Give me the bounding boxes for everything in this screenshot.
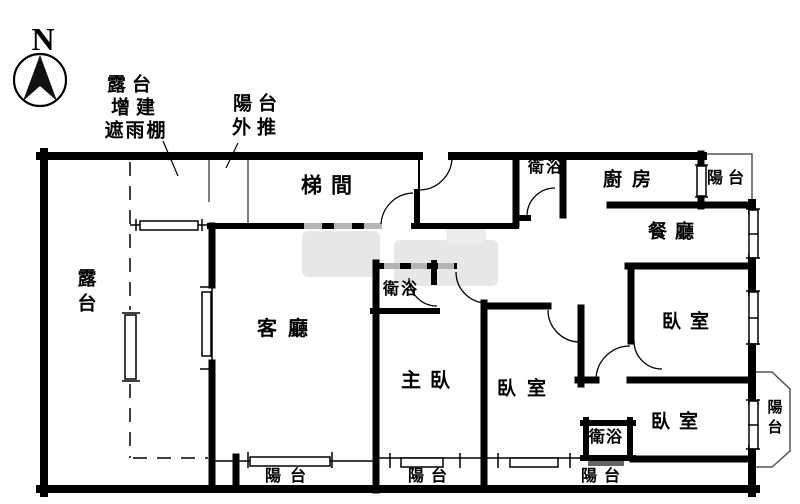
compass (12, 52, 68, 108)
shelter-leader-line (162, 140, 179, 177)
entry-door-arc (418, 157, 453, 191)
annotation-balcony-pushout-line2: 外推 (231, 117, 283, 139)
room-label-bathroom-bottom: 衛浴 (588, 429, 624, 446)
room-label-balcony-top-right: 陽台 (706, 170, 750, 187)
room-label-master-bedroom: 主臥 (401, 370, 459, 392)
room-label-stair-hall: 梯間 (301, 173, 361, 198)
north-arrow-icon (23, 55, 57, 101)
hall-door-arc (595, 345, 631, 381)
pushout-leader-line (225, 142, 239, 169)
room-label-balcony-bottom-1: 陽台 (264, 468, 316, 485)
room-label-bedroom-right-top: 臥室 (661, 311, 719, 333)
window-balcony1 (247, 452, 333, 468)
room-label-kitchen: 廚房 (602, 169, 662, 191)
room-label-dining: 餐廳 (647, 221, 703, 243)
room-label-balcony-bottom-2: 陽台 (407, 468, 455, 485)
annotation-balcony-pushout-line1: 陽台 (232, 93, 284, 115)
room-label-bedroom-right-bottom: 臥室 (650, 411, 708, 433)
bath-mid-door-arc (408, 277, 438, 307)
bedroom-mid-door-arc (547, 309, 581, 343)
room-label-bathroom-top: 衛浴 (527, 159, 565, 176)
window-bedroom-rb-east (746, 399, 760, 450)
bath-top-door-arc (526, 187, 556, 217)
window-bedmid-south (497, 453, 571, 468)
doors (380, 156, 663, 381)
annotation-terrace-shelter-line1: 露台 (106, 74, 158, 96)
foyer-door-arc (380, 192, 414, 225)
thin-outlines (129, 153, 791, 468)
window-terrace-dashed (122, 312, 140, 382)
annotation-leaders (162, 140, 239, 177)
faded-walls (292, 223, 457, 269)
bedroom-rt-door-arc (633, 340, 663, 370)
master-door-arc (455, 271, 488, 304)
window-living-west (200, 286, 214, 370)
annotation-terrace-shelter-line3: 遮雨棚 (104, 120, 168, 142)
windows (122, 164, 760, 468)
window-bedroom-rt-east (746, 290, 760, 345)
room-label-bathroom-middle: 衛浴 (382, 281, 420, 298)
window-master-south (389, 453, 461, 468)
compass-north-label: N (31, 21, 55, 57)
window-old-balcony (135, 219, 203, 231)
compass-circle (12, 52, 68, 108)
room-label-living: 客廳 (257, 318, 319, 340)
room-label-terrace: 露台 (74, 268, 96, 318)
balcony-threshold (588, 461, 624, 466)
walls (36, 148, 760, 497)
room-label-balcony-bay-right: 陽台 (765, 399, 782, 439)
room-label-balcony-bottom-3: 陽台 (580, 468, 628, 485)
window-dining-east (746, 208, 760, 259)
window-kitchen-east (695, 164, 708, 198)
room-label-bedroom-middle: 臥室 (496, 378, 558, 400)
annotation-terrace-shelter-line2: 增建 (110, 97, 162, 119)
watermark (302, 226, 498, 286)
